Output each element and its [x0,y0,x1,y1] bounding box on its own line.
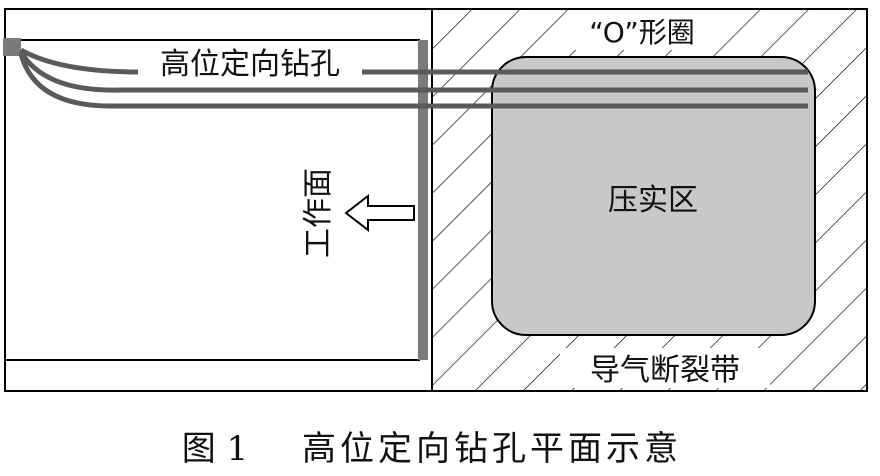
borehole-2 [18,50,808,93]
boreholes [18,47,808,109]
o-ring-label: “O”形圈 [589,16,695,49]
o-ring-label-bg [568,10,718,50]
fracture-zone-label: 导气断裂带 [590,353,740,388]
advance-direction-arrow-icon [344,193,415,233]
compacted-zone [491,56,816,336]
outer-frame [4,8,868,392]
working-face-bar [418,40,428,360]
borehole-label: 高位定向钻孔 [160,47,340,82]
borehole-1 [19,47,808,75]
figure-title: 高位定向钻孔平面示意 [302,429,682,469]
fracture-zone-label-bg [560,348,770,388]
drill-site [3,38,21,56]
compacted-zone-label: 压实区 [608,183,698,218]
borehole-3 [18,53,808,109]
working-face-label: 工作面 [301,168,336,258]
figure-number: 图 1 [182,429,248,469]
borehole-label-bg [138,44,362,80]
